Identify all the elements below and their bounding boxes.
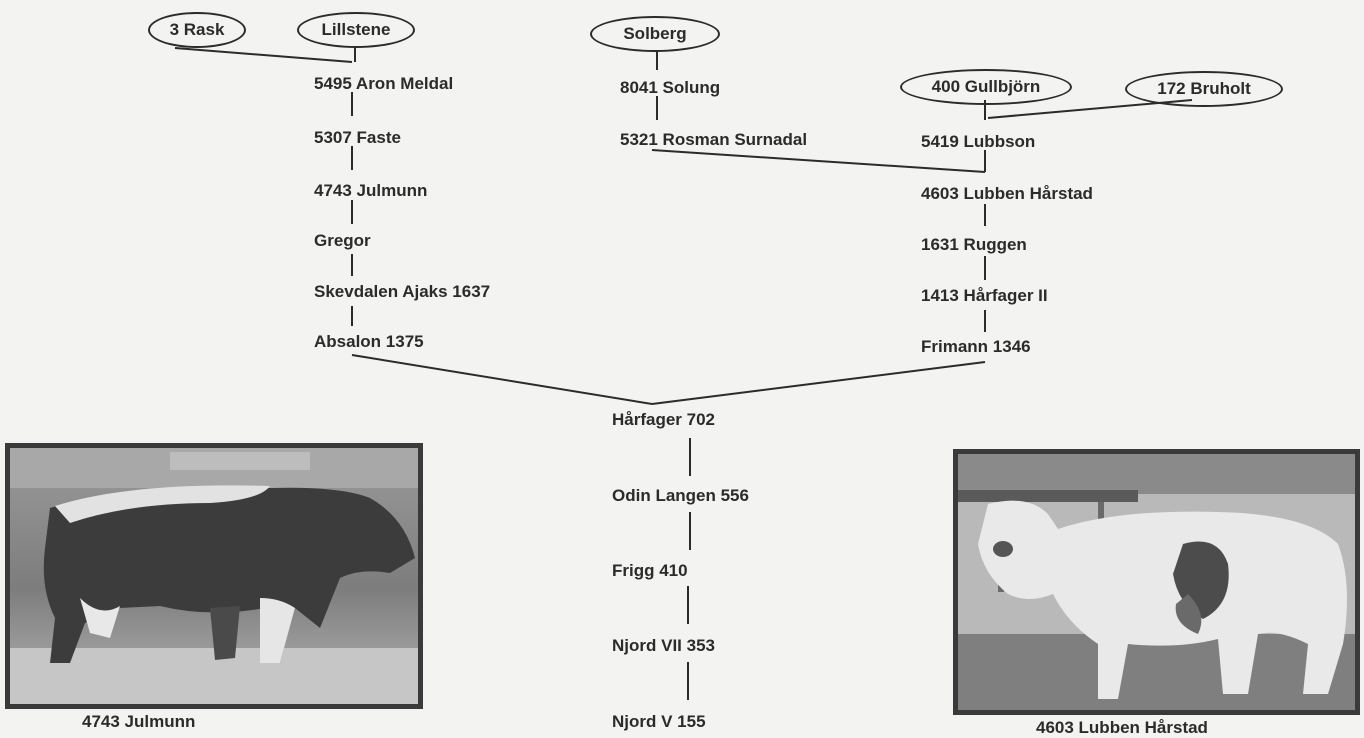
node-1413-harfager-ii: 1413 Hårfager II	[921, 286, 1048, 305]
node-4603-lubben-harstad: 4603 Lubben Hårstad	[921, 184, 1093, 203]
node-harfager-702: Hårfager 702	[612, 410, 716, 429]
oval-400-gullbjorn: 400 Gullbjörn	[900, 69, 1072, 105]
node-5419-lubbson: 5419 Lubbson	[921, 132, 1036, 151]
bull-illustration-left	[10, 448, 418, 704]
oval-solberg: Solberg	[590, 16, 720, 52]
node-njord-v-155: Njord V 155	[612, 712, 706, 731]
photo-4603-lubben-harstad	[953, 449, 1360, 715]
caption-left-photo: 4743 Julmunn	[82, 712, 196, 731]
node-frigg-410: Frigg 410	[612, 561, 688, 580]
oval-lillstene: Lillstene	[297, 12, 415, 48]
node-1631-ruggen: 1631 Ruggen	[921, 235, 1027, 254]
node-njord-vii-353: Njord VII 353	[612, 636, 715, 655]
photo-4743-julmunn	[5, 443, 423, 709]
node-5495-aron-meldal: 5495 Aron Meldal	[314, 74, 454, 93]
oval-172-bruholt: 172 Bruholt	[1125, 71, 1283, 107]
node-5307-faste: 5307 Faste	[314, 128, 401, 147]
node-4743-julmunn: 4743 Julmunn	[314, 181, 428, 200]
node-5321-rosman-surnadal: 5321 Rosman Surnadal	[620, 130, 808, 149]
oval-3-rask: 3 Rask	[148, 12, 246, 48]
bull-illustration-right	[958, 454, 1355, 710]
caption-right-photo: 4603 Lubben Hårstad	[1036, 718, 1208, 737]
node-8041-solung: 8041 Solung	[620, 78, 721, 97]
node-gregor: Gregor	[314, 231, 371, 250]
node-absalon-1375: Absalon 1375	[314, 332, 424, 351]
node-frimann-1346: Frimann 1346	[921, 337, 1031, 356]
node-odin-langen-556: Odin Langen 556	[612, 486, 749, 505]
node-skevdalen-ajaks-1637: Skevdalen Ajaks 1637	[314, 282, 491, 301]
